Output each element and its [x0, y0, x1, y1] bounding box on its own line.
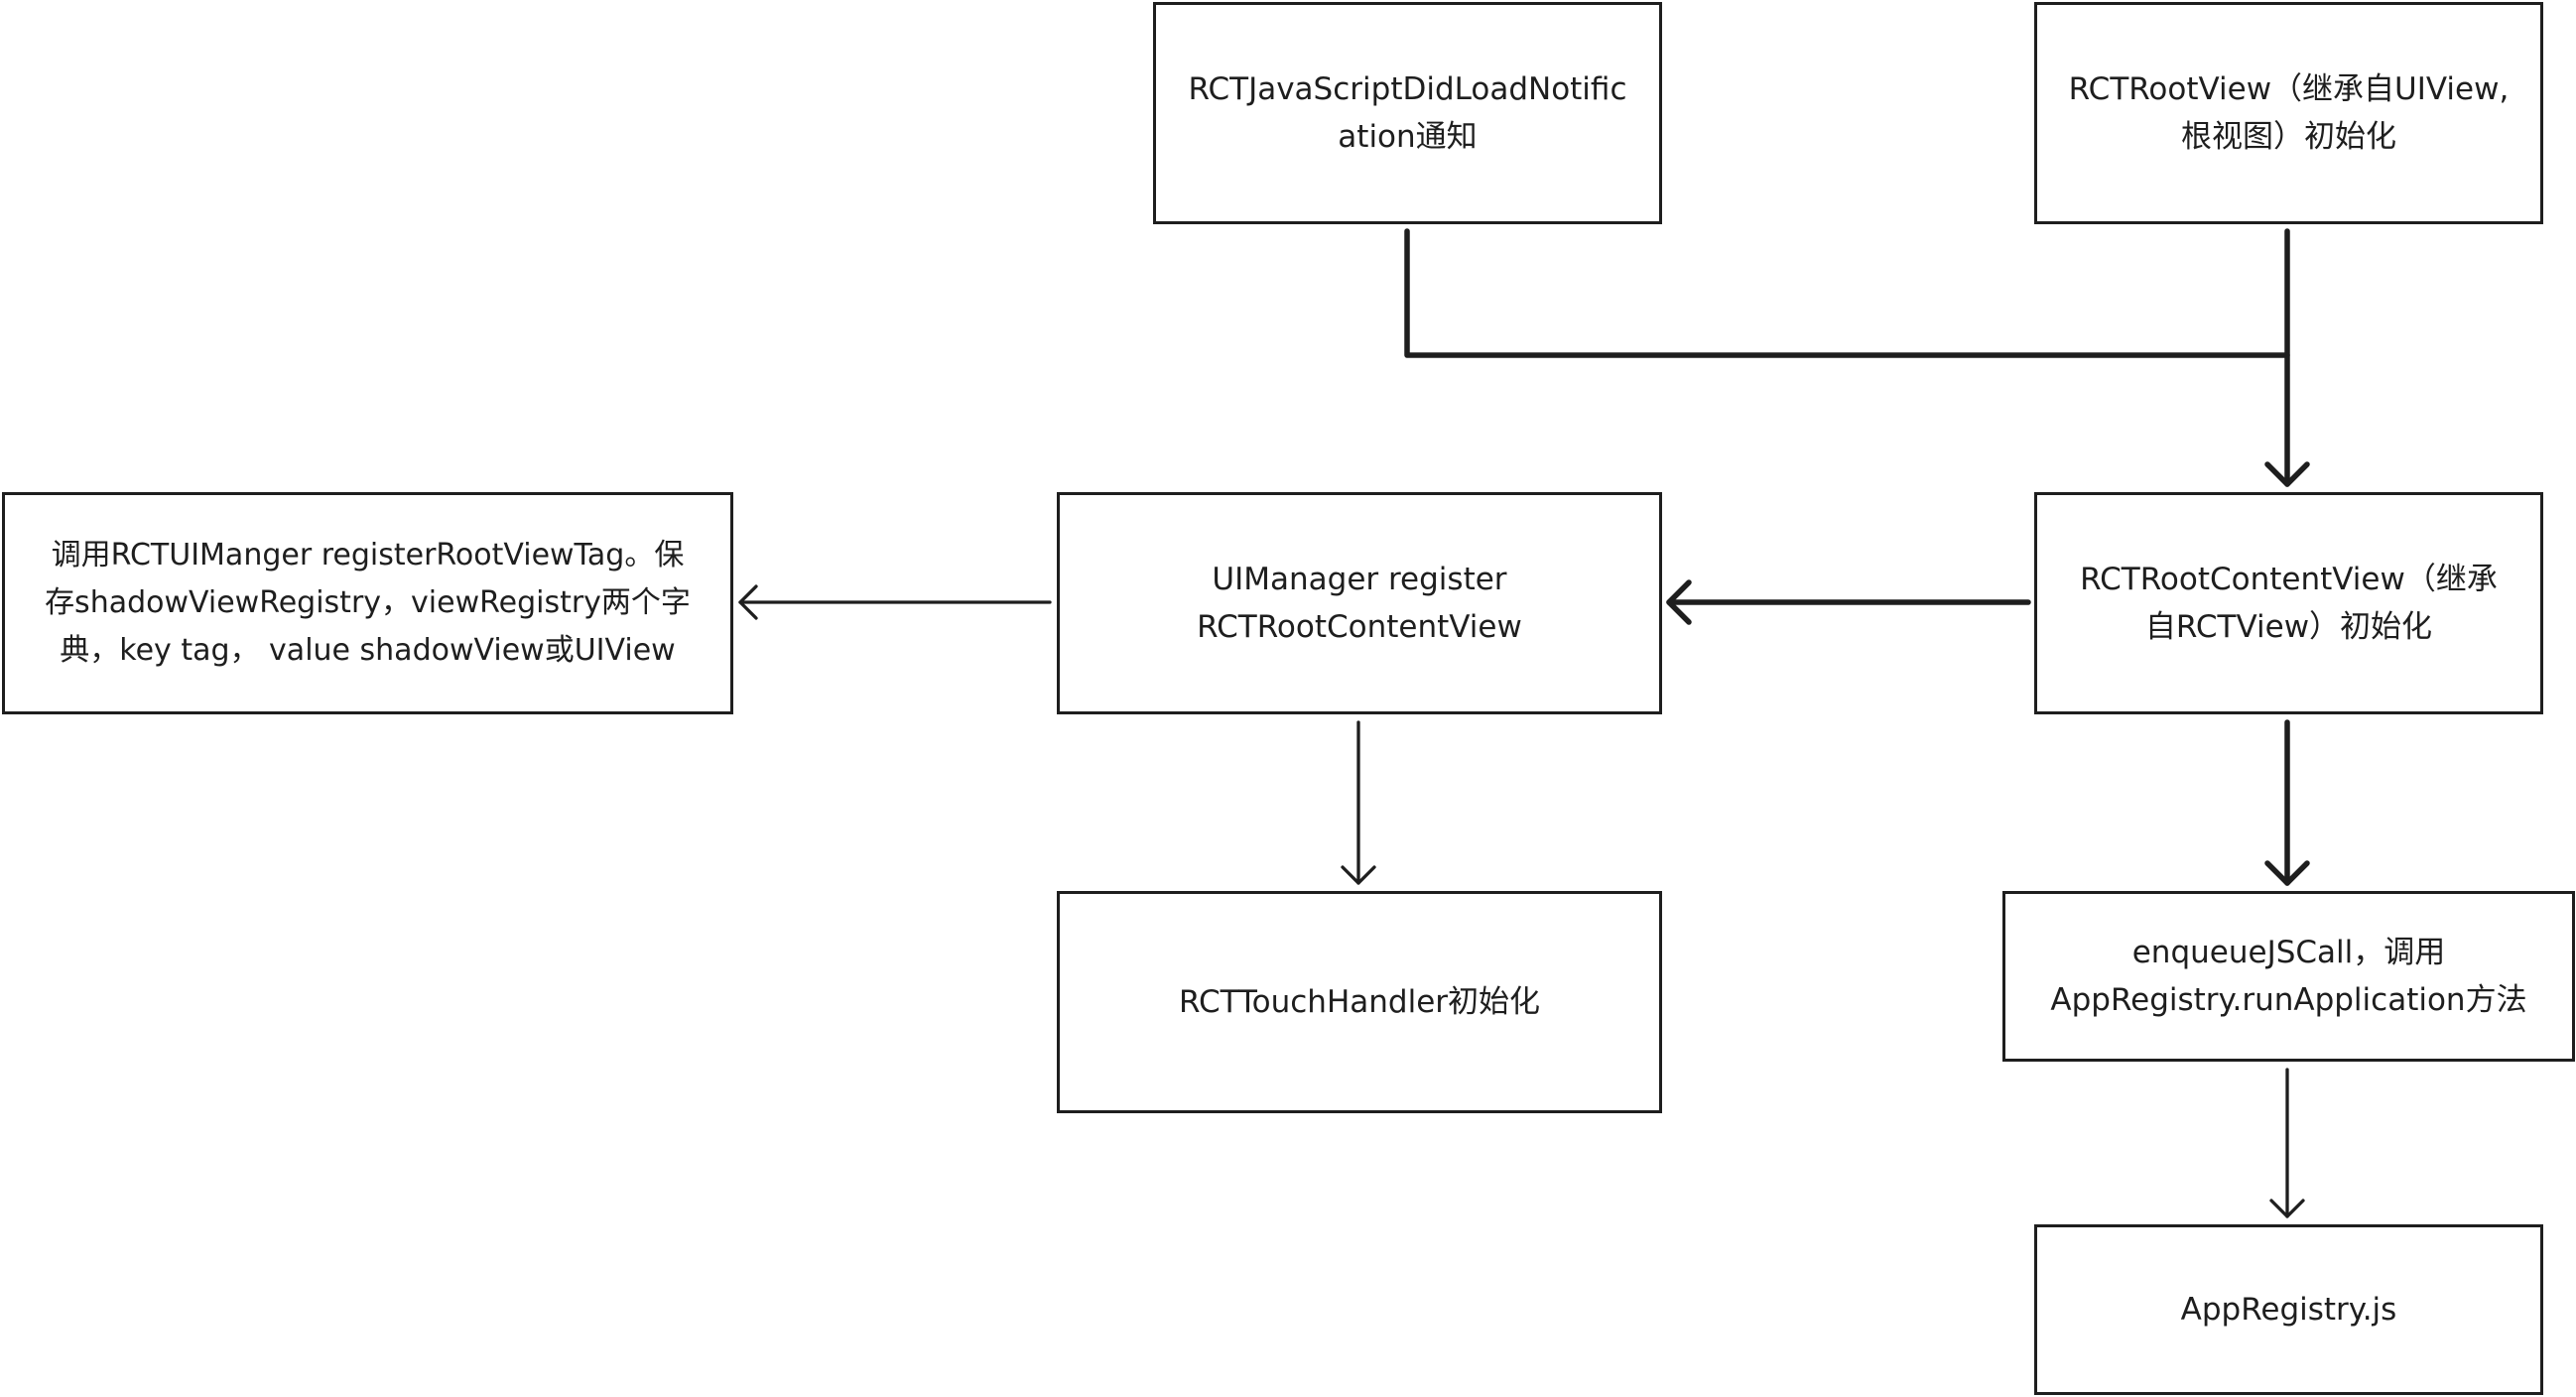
arrowhead-registry	[738, 584, 758, 620]
root-content-view-init-node: RCTRootContentView（继承 自RCTView）初始化	[2034, 492, 2543, 714]
register-root-view-tag-label: 调用RCTUIManger registerRootViewTag。保 存sha…	[45, 538, 691, 668]
enqueue-js-call-node: enqueueJSCall，调用 AppRegistry.runApplicat…	[2002, 891, 2575, 1062]
touch-handler-init-node: RCTTouchHandler初始化	[1057, 891, 1662, 1113]
root-view-init-label: RCTRootView（继承自UIView, 根视图）初始化	[2068, 71, 2510, 155]
arrowhead-enqueue	[2264, 860, 2310, 886]
arrowhead-touchhandler	[1341, 865, 1376, 885]
arrowhead-contentview	[2264, 461, 2310, 487]
arrowhead-uimanager	[1666, 579, 1692, 625]
js-load-notification-label: RCTJavaScriptDidLoadNotific ation通知	[1188, 71, 1627, 155]
root-view-init-node: RCTRootView（继承自UIView, 根视图）初始化	[2034, 2, 2543, 224]
connector-notification-merge	[1404, 228, 2290, 358]
root-content-view-init-label: RCTRootContentView（继承 自RCTView）初始化	[2080, 562, 2498, 645]
register-root-view-tag-node: 调用RCTUIManger registerRootViewTag。保 存sha…	[2, 492, 733, 714]
uimanager-register-node: UIManager register RCTRootContentView	[1057, 492, 1662, 714]
uimanager-register-label: UIManager register RCTRootContentView	[1197, 562, 1522, 645]
app-registry-js-label: AppRegistry.js	[2180, 1292, 2397, 1328]
app-registry-js-node: AppRegistry.js	[2034, 1224, 2543, 1395]
arrowhead-appregistry	[2269, 1199, 2305, 1218]
touch-handler-init-label: RCTTouchHandler初始化	[1178, 984, 1541, 1020]
enqueue-js-call-label: enqueueJSCall，调用 AppRegistry.runApplicat…	[2050, 935, 2527, 1018]
js-load-notification-node: RCTJavaScriptDidLoadNotific ation通知	[1153, 2, 1662, 224]
